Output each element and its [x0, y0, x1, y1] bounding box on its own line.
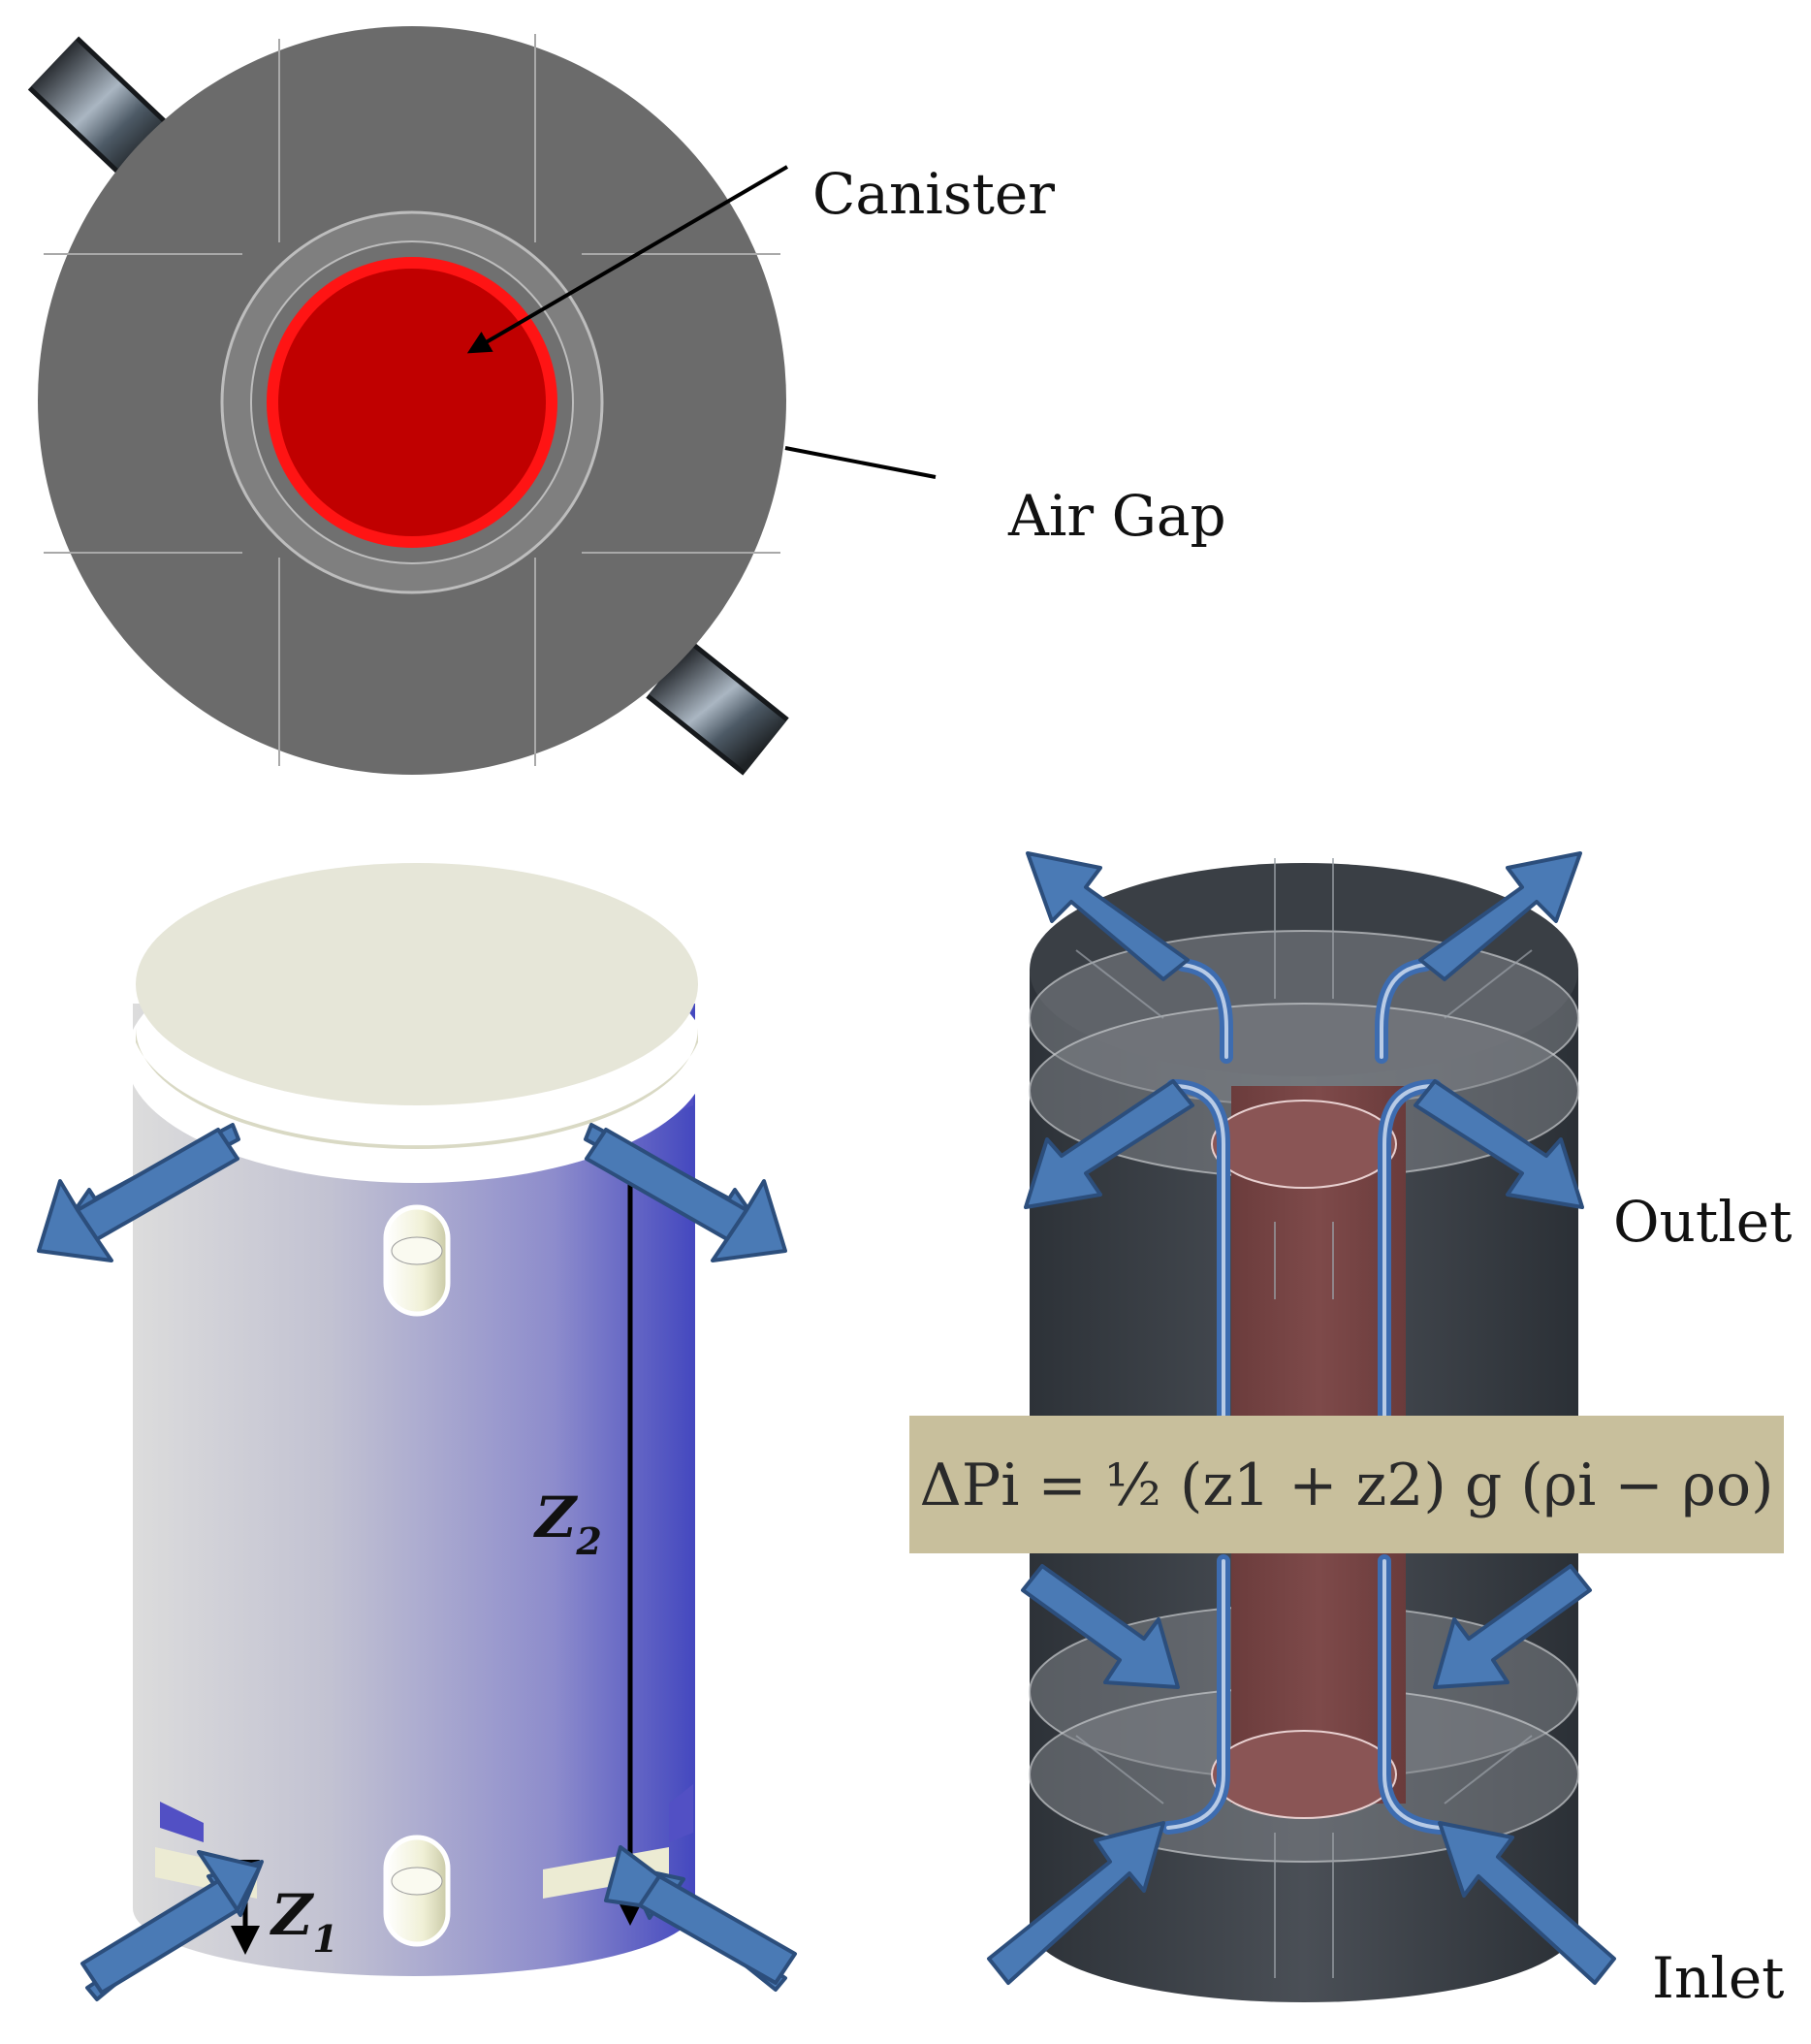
lower-bolt-hole: [383, 1835, 451, 1947]
top-view: Canister Air Gap: [27, 26, 1226, 776]
upper-bolt-hole: [383, 1204, 451, 1317]
equation-text: ΔPi = ½ (z1 + z2) g (ρi − ρo): [920, 1452, 1774, 1519]
inlet-arrow-lower-left: [987, 1821, 1165, 1985]
inlet-label: Inlet: [1652, 1945, 1784, 2011]
canister-leader-line: [466, 165, 789, 354]
cask-body: [133, 1004, 695, 1976]
outlet-arrow-lower-left: [1024, 1079, 1194, 1209]
cask-cutaway-view: ΔPi = ½ (z1 + z2) g (ρi − ρo) Outlet Inl…: [909, 851, 1792, 2011]
canister-label: Canister: [812, 161, 1055, 227]
cask-exterior-view: Z2 Z1: [37, 863, 797, 2001]
outlet-arrow-lower-right: [1414, 1079, 1584, 1209]
inlet-arrow-upper-left: [1021, 1564, 1180, 1689]
z2-label: Z2: [533, 1485, 602, 1563]
cutaway-wireframe: [1075, 858, 1533, 1978]
flow-channels-inner: [1166, 963, 1442, 1830]
z1-label: Z1: [270, 1882, 338, 1961]
inlet-pipe-top-left: [27, 36, 176, 182]
inlet-arrow-upper-right: [1433, 1564, 1592, 1689]
air-gap-leader-line: [784, 446, 937, 479]
equation-box: [909, 1416, 1784, 1553]
outlet-arrow-upper-right: [1418, 851, 1582, 981]
outlet-label: Outlet: [1613, 1189, 1792, 1255]
outlet-arrow-upper-left: [1026, 851, 1190, 981]
canister-core: [278, 269, 546, 536]
inlet-arrow-lower-right: [1438, 1821, 1616, 1985]
flow-arrow-bodies-left: [37, 1128, 797, 1995]
air-gap-label: Air Gap: [1007, 483, 1226, 549]
outlet-pipe-bottom-right: [646, 640, 789, 776]
overpack-segment-lines: [44, 34, 780, 766]
cask-lid: [136, 863, 698, 1105]
cutaway-flow-arrows: [987, 851, 1616, 1985]
